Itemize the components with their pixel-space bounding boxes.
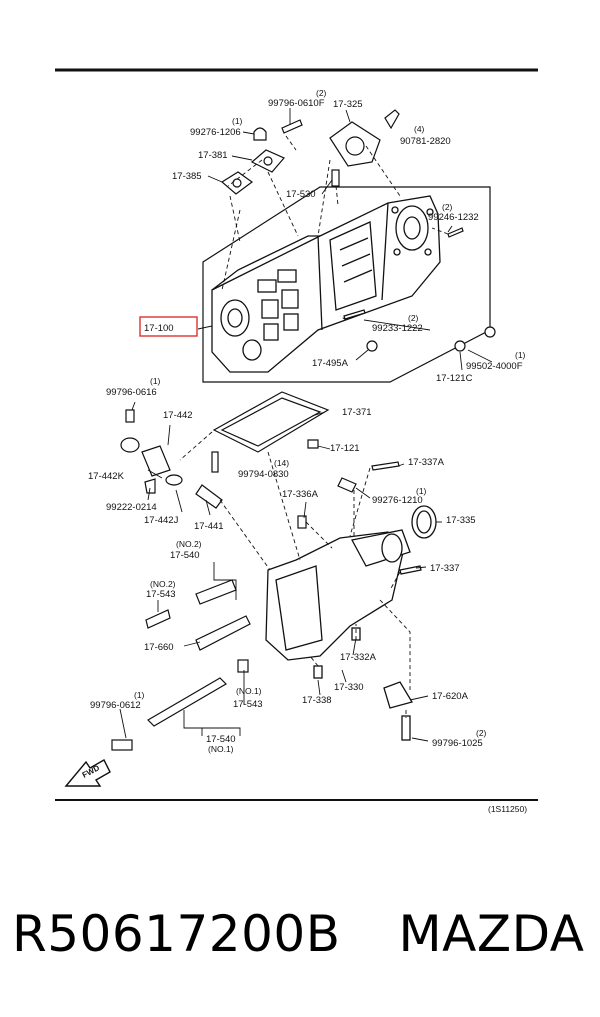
callout-17-337: 17-337 <box>430 563 460 574</box>
callout-99502-4000f-qty: (1) <box>515 350 526 360</box>
dashed-leaders <box>179 135 449 718</box>
callout-17-660: 17-660 <box>144 642 174 653</box>
callout-90781-2820: 90781-2820 <box>400 136 451 147</box>
case-group-box <box>202 186 491 383</box>
callout-labels: (2) 99796-0610F 17-325 (1) 99276-1206 (4… <box>88 88 527 814</box>
callout-99794-0830: 99794-0830 <box>238 469 289 480</box>
callout-17-121: 17-121 <box>330 443 360 454</box>
callout-99276-1206: 99276-1206 <box>190 127 241 138</box>
callout-17-332a: 17-332A <box>340 652 377 663</box>
callout-17-540-b: 17-540 <box>206 734 236 745</box>
callout-99246-1232: 99246-1232 <box>428 212 479 223</box>
highlight-box-17-100 <box>139 316 198 337</box>
callout-99796-0616: 99796-0616 <box>106 387 157 398</box>
callout-99796-0610f: 99796-0610F <box>268 98 325 109</box>
callout-17-441: 17-441 <box>194 521 224 532</box>
top-cover-parts <box>220 109 496 352</box>
callout-99796-1025-qty: (2) <box>476 728 487 738</box>
callout-17-543-b: 17-543 <box>233 699 263 710</box>
transmission-case-drawing <box>211 195 441 373</box>
callout-99502-4000f: 99502-4000F <box>466 361 523 372</box>
callout-99276-1206-qty: (1) <box>232 116 243 126</box>
callout-99233-1222: 99233-1222 <box>372 323 423 334</box>
callout-17-543-a: 17-543 <box>146 589 176 600</box>
extension-housing-drawing <box>265 505 437 741</box>
callout-99233-1222-qty: (2) <box>408 313 419 323</box>
brand-name: MAZDA <box>398 905 585 963</box>
callout-99796-1025: 99796-1025 <box>432 738 483 749</box>
callout-no2-b: (NO.2) <box>150 579 176 589</box>
callout-90781-2820-qty: (4) <box>414 124 425 134</box>
callout-99246-1232-qty: (2) <box>442 202 453 212</box>
callout-17-371: 17-371 <box>342 407 372 418</box>
callout-17-620a: 17-620A <box>432 691 469 702</box>
fwd-arrow: FWD <box>64 759 111 787</box>
callout-17-338: 17-338 <box>302 695 332 706</box>
callout-99222-0214: 99222-0214 <box>106 502 157 513</box>
part-number: R50617200B <box>12 905 341 963</box>
callout-99796-0616-qty: (1) <box>150 376 161 386</box>
callout-99796-0612: 99796-0612 <box>90 700 141 711</box>
callout-17-336a: 17-336A <box>282 489 319 500</box>
callout-17-121c: 17-121C <box>436 373 473 384</box>
footer-caption: R50617200B MAZDA <box>12 905 592 975</box>
callout-no1-a: (NO.1) <box>236 686 262 696</box>
shift-rail-drawing <box>111 579 251 751</box>
callout-99794-0830-qty: (14) <box>274 458 289 468</box>
callout-99796-0612-qty: (1) <box>134 690 145 700</box>
side-cover-drawing <box>120 391 400 529</box>
callout-17-442k: 17-442K <box>88 471 125 482</box>
callout-99276-1210: 99276-1210 <box>372 495 423 506</box>
callout-99796-0610f-qty: (2) <box>316 88 327 98</box>
callout-17-495a: 17-495A <box>312 358 349 369</box>
callout-17-381: 17-381 <box>198 150 228 161</box>
callout-17-540-a: 17-540 <box>170 550 200 561</box>
callout-17-442: 17-442 <box>163 410 193 421</box>
callout-17-100: 17-100 <box>144 323 174 334</box>
callout-17-325: 17-325 <box>333 99 363 110</box>
callout-17-442j: 17-442J <box>144 515 179 526</box>
callout-99276-1210-qty: (1) <box>416 486 427 496</box>
callout-no2-a: (NO.2) <box>176 539 202 549</box>
callout-17-530: 17-530 <box>286 189 316 200</box>
solid-leaders <box>119 108 493 742</box>
callout-17-335: 17-335 <box>446 515 476 526</box>
callout-no1-b: (NO.1) <box>208 744 234 754</box>
callout-17-385: 17-385 <box>172 171 202 182</box>
callout-17-330: 17-330 <box>334 682 364 693</box>
callout-17-337a: 17-337A <box>408 457 445 468</box>
diagram-code: (1S11250) <box>488 804 527 814</box>
